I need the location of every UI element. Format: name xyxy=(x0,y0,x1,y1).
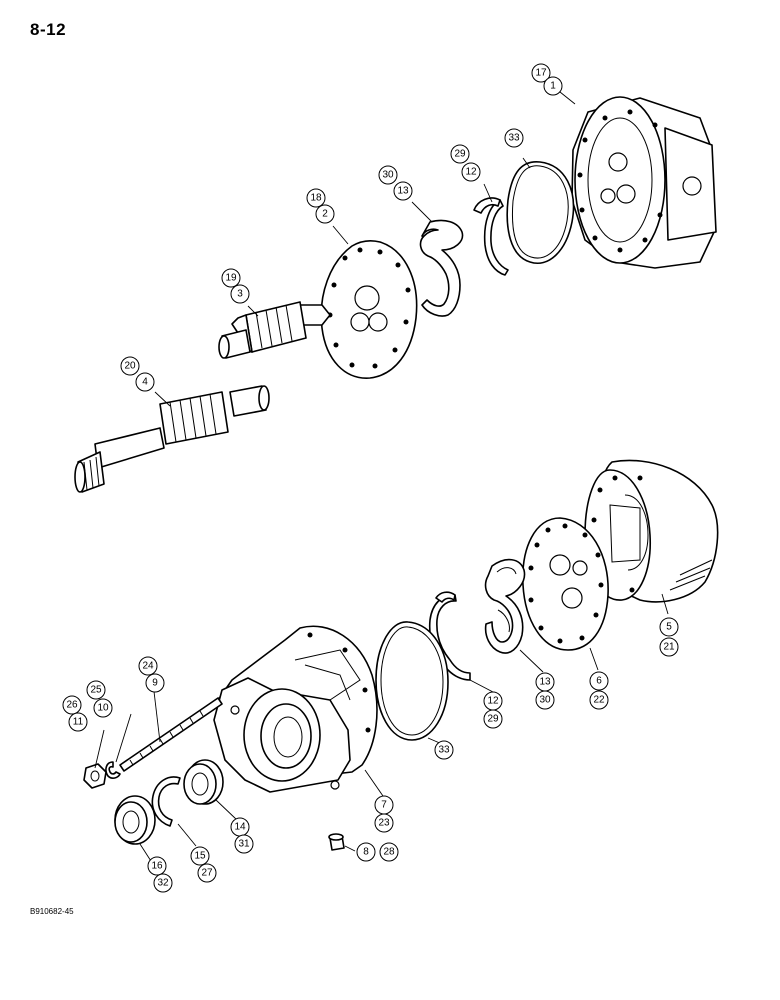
callout-6: 6 xyxy=(596,676,602,687)
callout-labels: 17 1 33 29 12 30 13 18 2 19 3 20 4 5 21 … xyxy=(66,68,675,889)
callout-3: 3 xyxy=(237,289,243,300)
callout-27: 27 xyxy=(201,868,213,879)
callout-15: 15 xyxy=(194,851,206,862)
snap-ring xyxy=(151,776,181,827)
mounting-flange-housing xyxy=(213,625,378,793)
callout-7: 7 xyxy=(381,800,387,811)
callout-29-upper: 29 xyxy=(454,149,466,160)
callout-31: 31 xyxy=(238,839,250,850)
callout-28: 28 xyxy=(383,847,395,858)
callout-23: 23 xyxy=(378,818,390,829)
gasket-upper xyxy=(419,219,464,317)
callout-13-lower: 13 xyxy=(539,677,551,688)
callout-20: 20 xyxy=(124,361,136,372)
o-ring-upper xyxy=(506,161,575,264)
driven-gear-shaft xyxy=(218,301,331,359)
leader-lines xyxy=(94,91,669,873)
callout-32: 32 xyxy=(157,878,169,889)
callout-8: 8 xyxy=(363,847,369,858)
callout-9: 9 xyxy=(152,678,158,689)
drive-gear-shaft xyxy=(74,385,270,493)
callout-13-upper: 13 xyxy=(397,186,409,197)
plug xyxy=(328,833,345,851)
callout-33-lower: 33 xyxy=(438,745,450,756)
gasket-lower xyxy=(484,558,526,654)
bearing xyxy=(183,759,224,805)
stud xyxy=(119,697,223,772)
callout-18: 18 xyxy=(310,193,322,204)
o-ring-lower xyxy=(375,621,449,741)
callout-1: 1 xyxy=(550,81,556,92)
rear-housing xyxy=(571,96,717,269)
callout-17: 17 xyxy=(535,68,547,79)
callout-30-lower: 30 xyxy=(539,695,551,706)
callouts xyxy=(62,63,679,893)
page-number: 8-12 xyxy=(30,20,67,39)
figure-code: B910682-45 xyxy=(30,907,74,916)
callout-16: 16 xyxy=(151,861,163,872)
callout-19: 19 xyxy=(225,273,237,284)
nut xyxy=(83,763,107,789)
callout-4: 4 xyxy=(142,377,148,388)
callout-5: 5 xyxy=(666,622,672,633)
callout-26: 26 xyxy=(66,700,78,711)
wear-plate-lower xyxy=(522,517,609,651)
callout-29-lower: 29 xyxy=(487,714,499,725)
callout-11: 11 xyxy=(73,717,84,728)
callout-30-upper: 30 xyxy=(382,170,394,181)
lockwasher xyxy=(105,761,121,779)
callout-22: 22 xyxy=(593,695,605,706)
callout-21: 21 xyxy=(663,642,675,653)
callout-12-upper: 12 xyxy=(465,167,477,178)
seal-upper xyxy=(473,197,509,276)
callout-12-lower: 12 xyxy=(487,696,499,707)
callout-2: 2 xyxy=(322,209,328,220)
shaft-seal xyxy=(114,795,156,845)
callout-10: 10 xyxy=(97,703,109,714)
callout-33-upper: 33 xyxy=(508,133,520,144)
callout-14: 14 xyxy=(234,822,246,833)
callout-25: 25 xyxy=(90,685,102,696)
callout-24: 24 xyxy=(142,661,154,672)
wear-plate-upper xyxy=(320,240,418,379)
